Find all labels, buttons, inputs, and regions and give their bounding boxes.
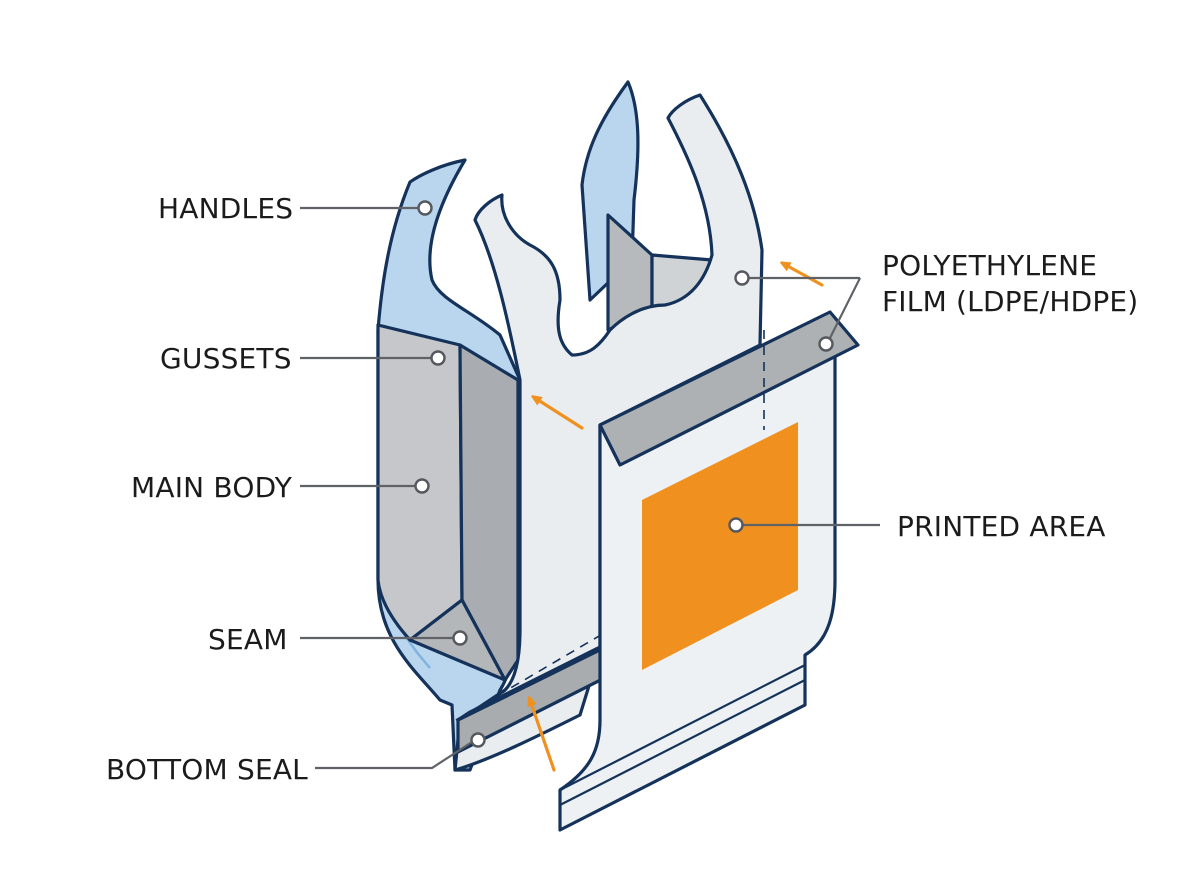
bag-illustration	[376, 80, 860, 832]
dot-handles	[417, 200, 433, 216]
arrow-bottom-seal	[530, 700, 556, 772]
dot-printed-area	[728, 517, 744, 533]
dot-seam	[452, 630, 468, 646]
label-gussets: GUSSETS	[160, 342, 292, 375]
callouts	[300, 200, 880, 770]
front-flap-top	[598, 310, 860, 467]
dot-bottom-seal	[470, 732, 486, 748]
leader-film-split	[829, 277, 861, 339]
dot-main-body	[414, 478, 430, 494]
label-film-line1: POLYETHYLENE	[882, 249, 1097, 282]
dot-gussets	[430, 350, 446, 366]
label-film-line2: FILM (LDPE/HDPE)	[882, 285, 1138, 318]
front-panel	[453, 93, 764, 772]
printed-area-rect	[642, 422, 798, 670]
front-bottom-seal	[559, 664, 806, 791]
arrow-film-mid	[535, 398, 584, 430]
label-printed-area: PRINTED AREA	[897, 510, 1106, 543]
label-handles: HANDLES	[158, 192, 293, 225]
front-bottom-seal-2	[559, 679, 806, 806]
label-seam: SEAM	[208, 623, 288, 656]
dot-film-bottom	[818, 336, 834, 352]
gusset-fold	[458, 343, 520, 682]
leader-bottom-seal	[315, 741, 473, 770]
label-bottom-seal: BOTTOM SEAL	[106, 753, 308, 786]
label-main-body: MAIN BODY	[131, 471, 293, 504]
labels: HANDLES GUSSETS MAIN BODY SEAM BOTTOM SE…	[106, 192, 1138, 786]
dot-film-top	[734, 270, 750, 286]
arrow-film-top	[784, 264, 824, 287]
